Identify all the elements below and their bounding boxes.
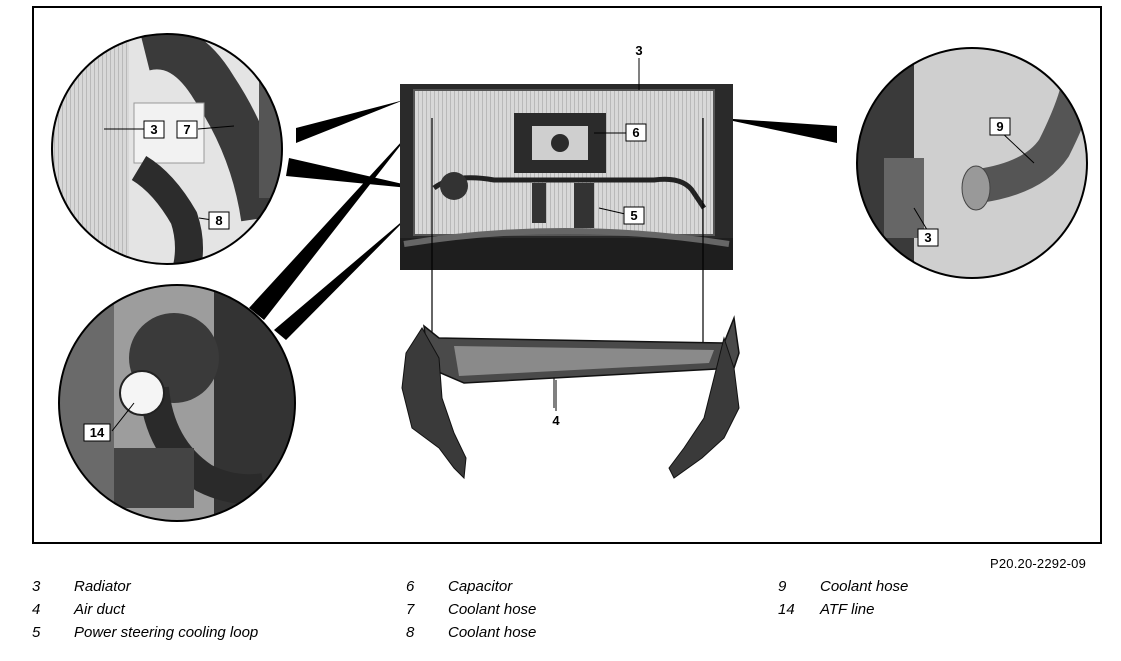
callout-box xyxy=(208,211,230,230)
legend-label: ATF line xyxy=(820,601,875,618)
callout-box xyxy=(917,228,939,247)
callout-left-radiator: 3 xyxy=(150,122,157,137)
legend-number: 4 xyxy=(32,601,41,618)
callout-box xyxy=(143,120,165,139)
callout-hose-9: 9 xyxy=(996,119,1003,134)
legend-label: Air duct xyxy=(74,601,125,618)
air-duct-drawing xyxy=(401,315,740,480)
callout-box xyxy=(628,42,650,58)
diagram-illustration: 3 6 5 4 3 7 8 9 3 14 xyxy=(51,33,1088,522)
callout-box xyxy=(83,423,111,442)
detail-circle-hose9 xyxy=(856,47,1088,279)
callout-atf-line: 14 xyxy=(90,425,105,440)
legend-label: Power steering cooling loop xyxy=(74,624,259,641)
legend-number: 8 xyxy=(406,624,415,641)
radiator-photo xyxy=(400,84,733,270)
callout-box xyxy=(625,123,647,142)
callout-right-radiator: 3 xyxy=(924,230,931,245)
callout-box xyxy=(176,120,198,139)
legend-number: 9 xyxy=(778,578,787,595)
legend-number: 5 xyxy=(32,624,41,641)
legend-number: 14 xyxy=(778,601,795,618)
diagram-frame: 3 6 5 4 3 7 8 9 3 14 xyxy=(32,6,1102,544)
legend-label: Radiator xyxy=(74,578,131,595)
legend-label: Coolant hose xyxy=(448,601,537,618)
legend-number: 7 xyxy=(406,601,415,618)
detail-circle-hoses xyxy=(51,33,283,265)
figure-reference-id: P20.20-2292-09 xyxy=(990,556,1087,571)
legend-label: Coolant hose xyxy=(820,578,909,595)
detail-circle-atf xyxy=(58,284,296,522)
callout-air-duct: 4 xyxy=(552,413,560,428)
legend-label: Capacitor xyxy=(448,578,513,595)
callout-capacitor: 6 xyxy=(632,125,639,140)
legend-label: Coolant hose xyxy=(448,624,537,641)
callout-radiator: 3 xyxy=(635,43,642,58)
pointer-wedges xyxy=(249,100,837,340)
callouts: 3 6 5 4 3 7 8 9 3 14 xyxy=(83,42,1011,442)
callout-box xyxy=(989,117,1011,136)
legend-number: 3 xyxy=(32,578,41,595)
callout-hose-7: 7 xyxy=(183,122,190,137)
callout-power-steering-loop: 5 xyxy=(630,208,637,223)
callout-hose-8: 8 xyxy=(215,213,222,228)
callout-box xyxy=(623,206,645,225)
legend-number: 6 xyxy=(406,578,415,595)
